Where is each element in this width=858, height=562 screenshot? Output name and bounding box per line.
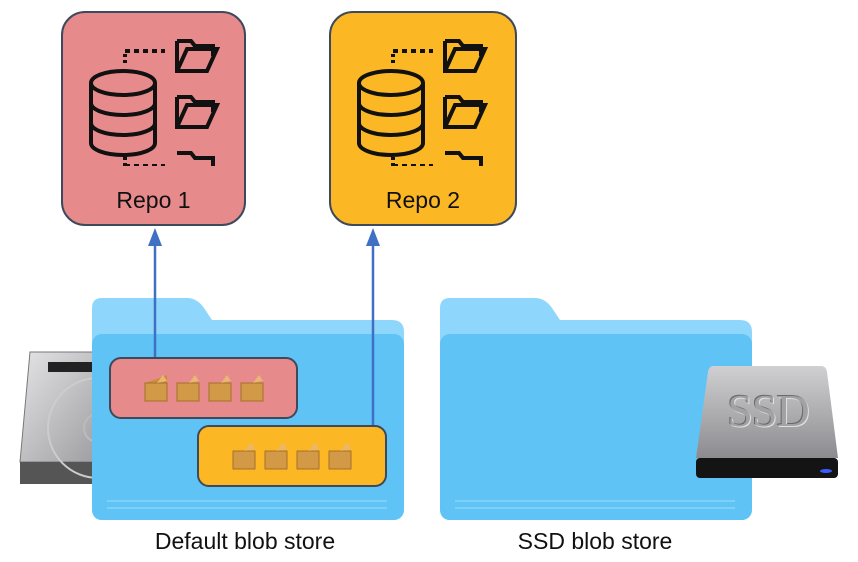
repo-2-label: Repo 2 [385, 187, 461, 213]
blob-icon [231, 441, 257, 471]
repo-2-box[interactable]: Repo 2 [329, 11, 517, 226]
database-folders-icon [357, 39, 489, 166]
ssd-folder-icon[interactable] [440, 298, 752, 520]
repo-2-blob-group[interactable] [197, 425, 387, 487]
ssd-icon: SSD [696, 366, 838, 486]
default-store-label: Default blob store [154, 528, 336, 554]
blob-icon [295, 441, 321, 471]
repo-1-box[interactable]: Repo 1 [61, 11, 246, 226]
database-folders-icon [89, 39, 221, 166]
blob-icon [327, 441, 353, 471]
blob-icon [143, 373, 169, 403]
blob-icon [207, 373, 233, 403]
blob-icon [239, 373, 265, 403]
repo-1-blob-group[interactable] [109, 357, 298, 419]
ssd-drive-text: SSD [727, 385, 809, 436]
blob-icon [263, 441, 289, 471]
ssd-store-label: SSD blob store [517, 528, 673, 554]
blob-icon [175, 373, 201, 403]
repo-1-label: Repo 1 [116, 187, 191, 213]
